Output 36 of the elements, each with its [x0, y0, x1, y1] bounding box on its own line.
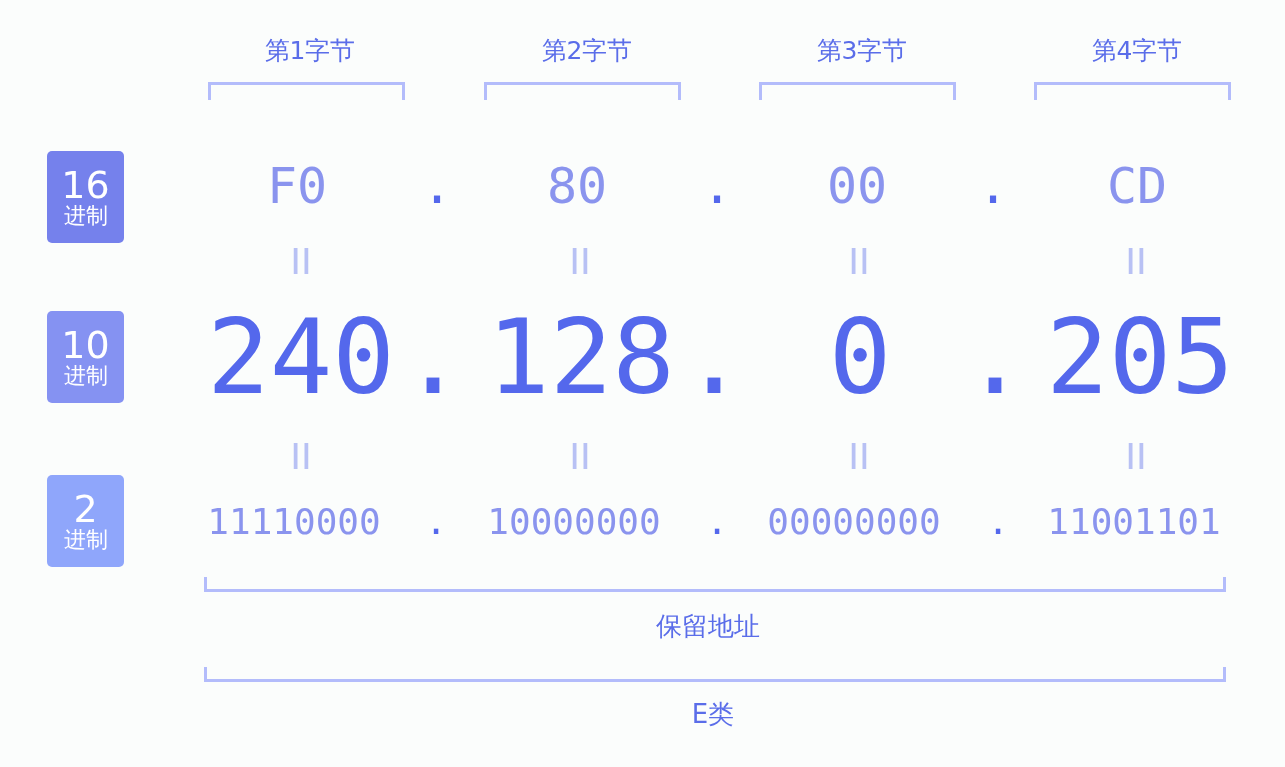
hex-value: CD: [1106, 161, 1168, 211]
base-number: 16: [61, 165, 110, 204]
binary-value: 11001101: [1047, 504, 1221, 540]
dot-separator: .: [401, 305, 465, 409]
dot-separator: .: [682, 305, 746, 409]
dot-separator: .: [421, 161, 453, 211]
base-badge: [47, 475, 124, 567]
binary-value: 00000000: [767, 504, 941, 540]
byte-header: 第2字节: [541, 37, 633, 63]
hex-value: F0: [266, 161, 328, 211]
base-label: 进制: [63, 363, 108, 389]
bracket-label: 保留地址: [656, 613, 760, 639]
dot-separator: .: [963, 305, 1027, 409]
dot-separator: .: [706, 504, 728, 540]
binary-value: 10000000: [487, 504, 661, 540]
bracket-label: E类: [691, 701, 735, 727]
decimal-value: 205: [1046, 305, 1234, 409]
dot-separator: .: [425, 504, 447, 540]
byte-header: 第3字节: [816, 37, 908, 63]
base-badge: [47, 311, 124, 403]
base-number: 10: [61, 325, 110, 364]
decimal-value: 240: [207, 305, 395, 409]
hex-value: 80: [546, 161, 608, 211]
decimal-value: 0: [828, 305, 892, 409]
byte-header: 第1字节: [264, 37, 356, 63]
dot-separator: .: [977, 161, 1009, 211]
binary-value: 11110000: [207, 504, 381, 540]
base-badge: [47, 151, 124, 243]
base-label: 进制: [63, 203, 108, 229]
dot-separator: .: [701, 161, 733, 211]
dot-separator: .: [987, 504, 1009, 540]
base-label: 进制: [63, 527, 108, 553]
decimal-value: 128: [487, 305, 675, 409]
base-number: 2: [73, 489, 98, 528]
byte-header: 第4字节: [1091, 37, 1183, 63]
hex-value: 00: [826, 161, 888, 211]
